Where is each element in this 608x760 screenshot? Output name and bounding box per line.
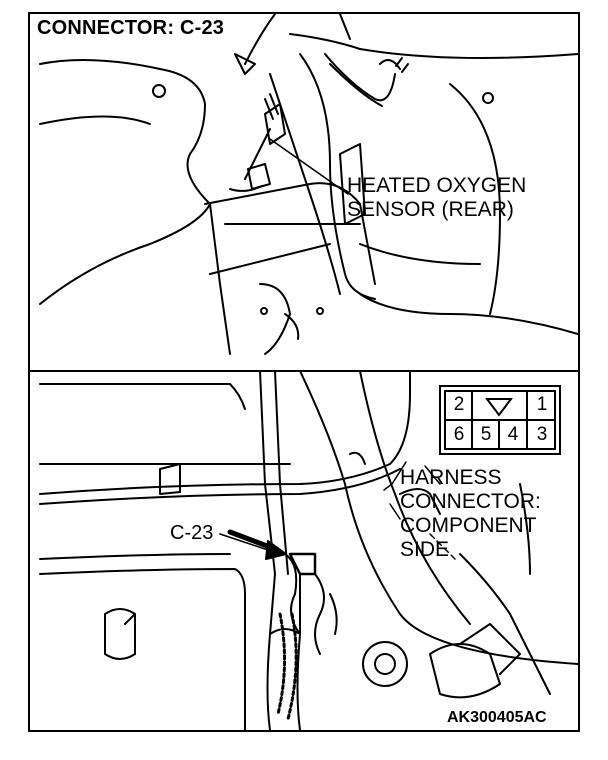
lower-underbody-drawing [39,370,578,730]
figure-code: AK300405AC [447,709,547,726]
pin-1: 1 [531,394,553,416]
connector-pinout-diagram: 2 1 6 5 4 3 [439,385,561,455]
harness-connector-label: HARNESS CONNECTOR: COMPONENT SIDE [400,466,541,562]
component-label-line-1: HEATED OXYGEN [347,174,527,197]
connector-callout: C-23 [170,522,214,544]
diagram-frame: CONNECTOR: C-23 HEATED OXYGEN SENSOR (RE… [28,12,580,732]
component-label: HEATED OXYGEN SENSOR (REAR) [347,174,526,222]
pin-4: 4 [502,424,524,446]
harness-label-line-4: SIDE [400,538,450,561]
component-label-line-2: SENSOR (REAR) [347,198,514,221]
upper-underbody-drawing [39,14,578,355]
harness-label-line-2: CONNECTOR: [400,490,541,513]
connector-outline [439,385,561,455]
harness-label-line-1: HARNESS [400,466,502,489]
pin-2: 2 [448,394,470,416]
vehicle-underbody-illustration [30,14,578,730]
harness-label-line-3: COMPONENT [400,514,537,537]
lock-tab-triangle [485,398,513,417]
pin-3: 3 [531,424,553,446]
pin-5: 5 [475,424,497,446]
pin-6: 6 [448,424,470,446]
connector-title: CONNECTOR: C-23 [37,17,225,39]
